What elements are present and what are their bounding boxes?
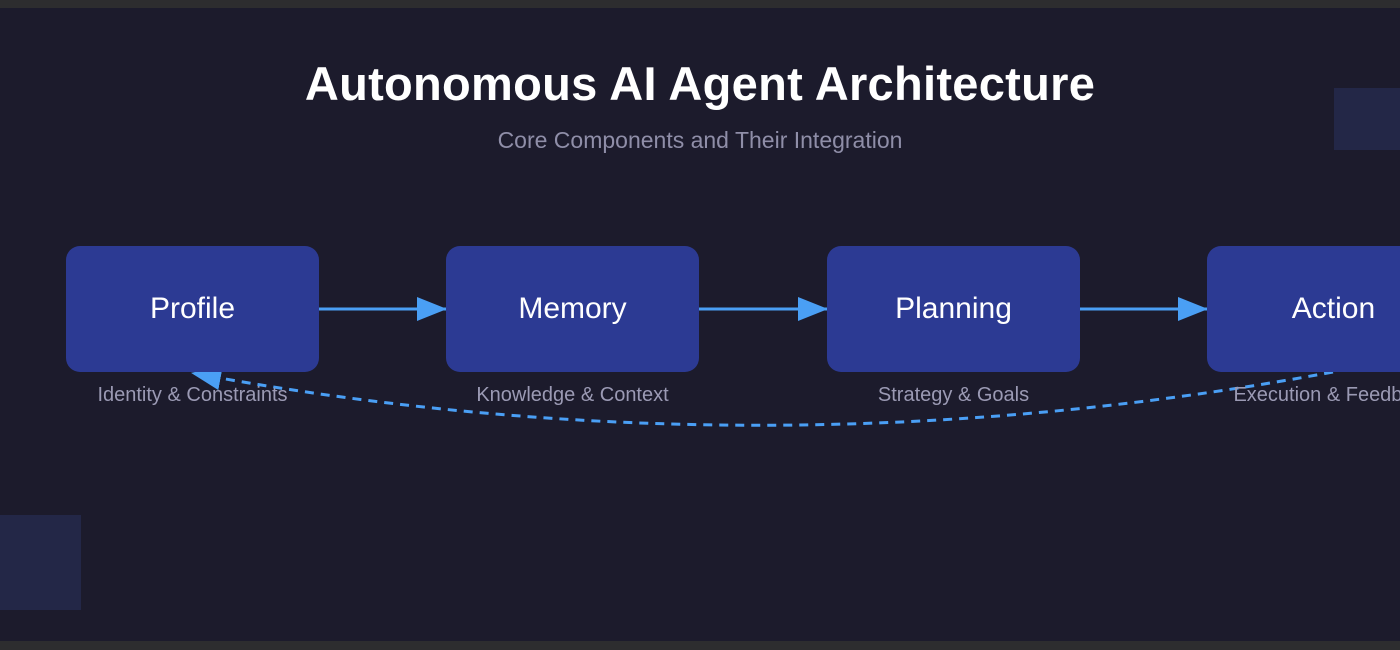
decorative-square-bottom-left — [0, 515, 81, 610]
node-action: Action — [1207, 246, 1400, 372]
node-planning-caption: Strategy & Goals — [877, 384, 1030, 406]
node-profile: Profile — [66, 246, 319, 372]
node-profile-label: Profile — [149, 292, 236, 325]
node-memory: Memory — [446, 246, 699, 372]
node-memory-label: Memory — [518, 292, 627, 325]
diagram-subtitle: Core Components and Their Integration — [497, 127, 903, 153]
diagram-title: Autonomous AI Agent Architecture — [304, 57, 1096, 110]
node-planning: Planning — [827, 246, 1080, 372]
diagram-slide: Autonomous AI Agent Architecture Core Co… — [0, 8, 1400, 641]
feedback-loop-arrow — [191, 366, 1334, 427]
node-action-caption: Execution & Feedback — [1233, 384, 1400, 406]
decorative-square-top-right — [1334, 88, 1400, 150]
node-action-label: Action — [1291, 292, 1376, 325]
node-memory-caption: Knowledge & Context — [476, 384, 669, 406]
node-planning-label: Planning — [895, 292, 1012, 325]
node-profile-caption: Identity & Constraints — [97, 384, 288, 406]
